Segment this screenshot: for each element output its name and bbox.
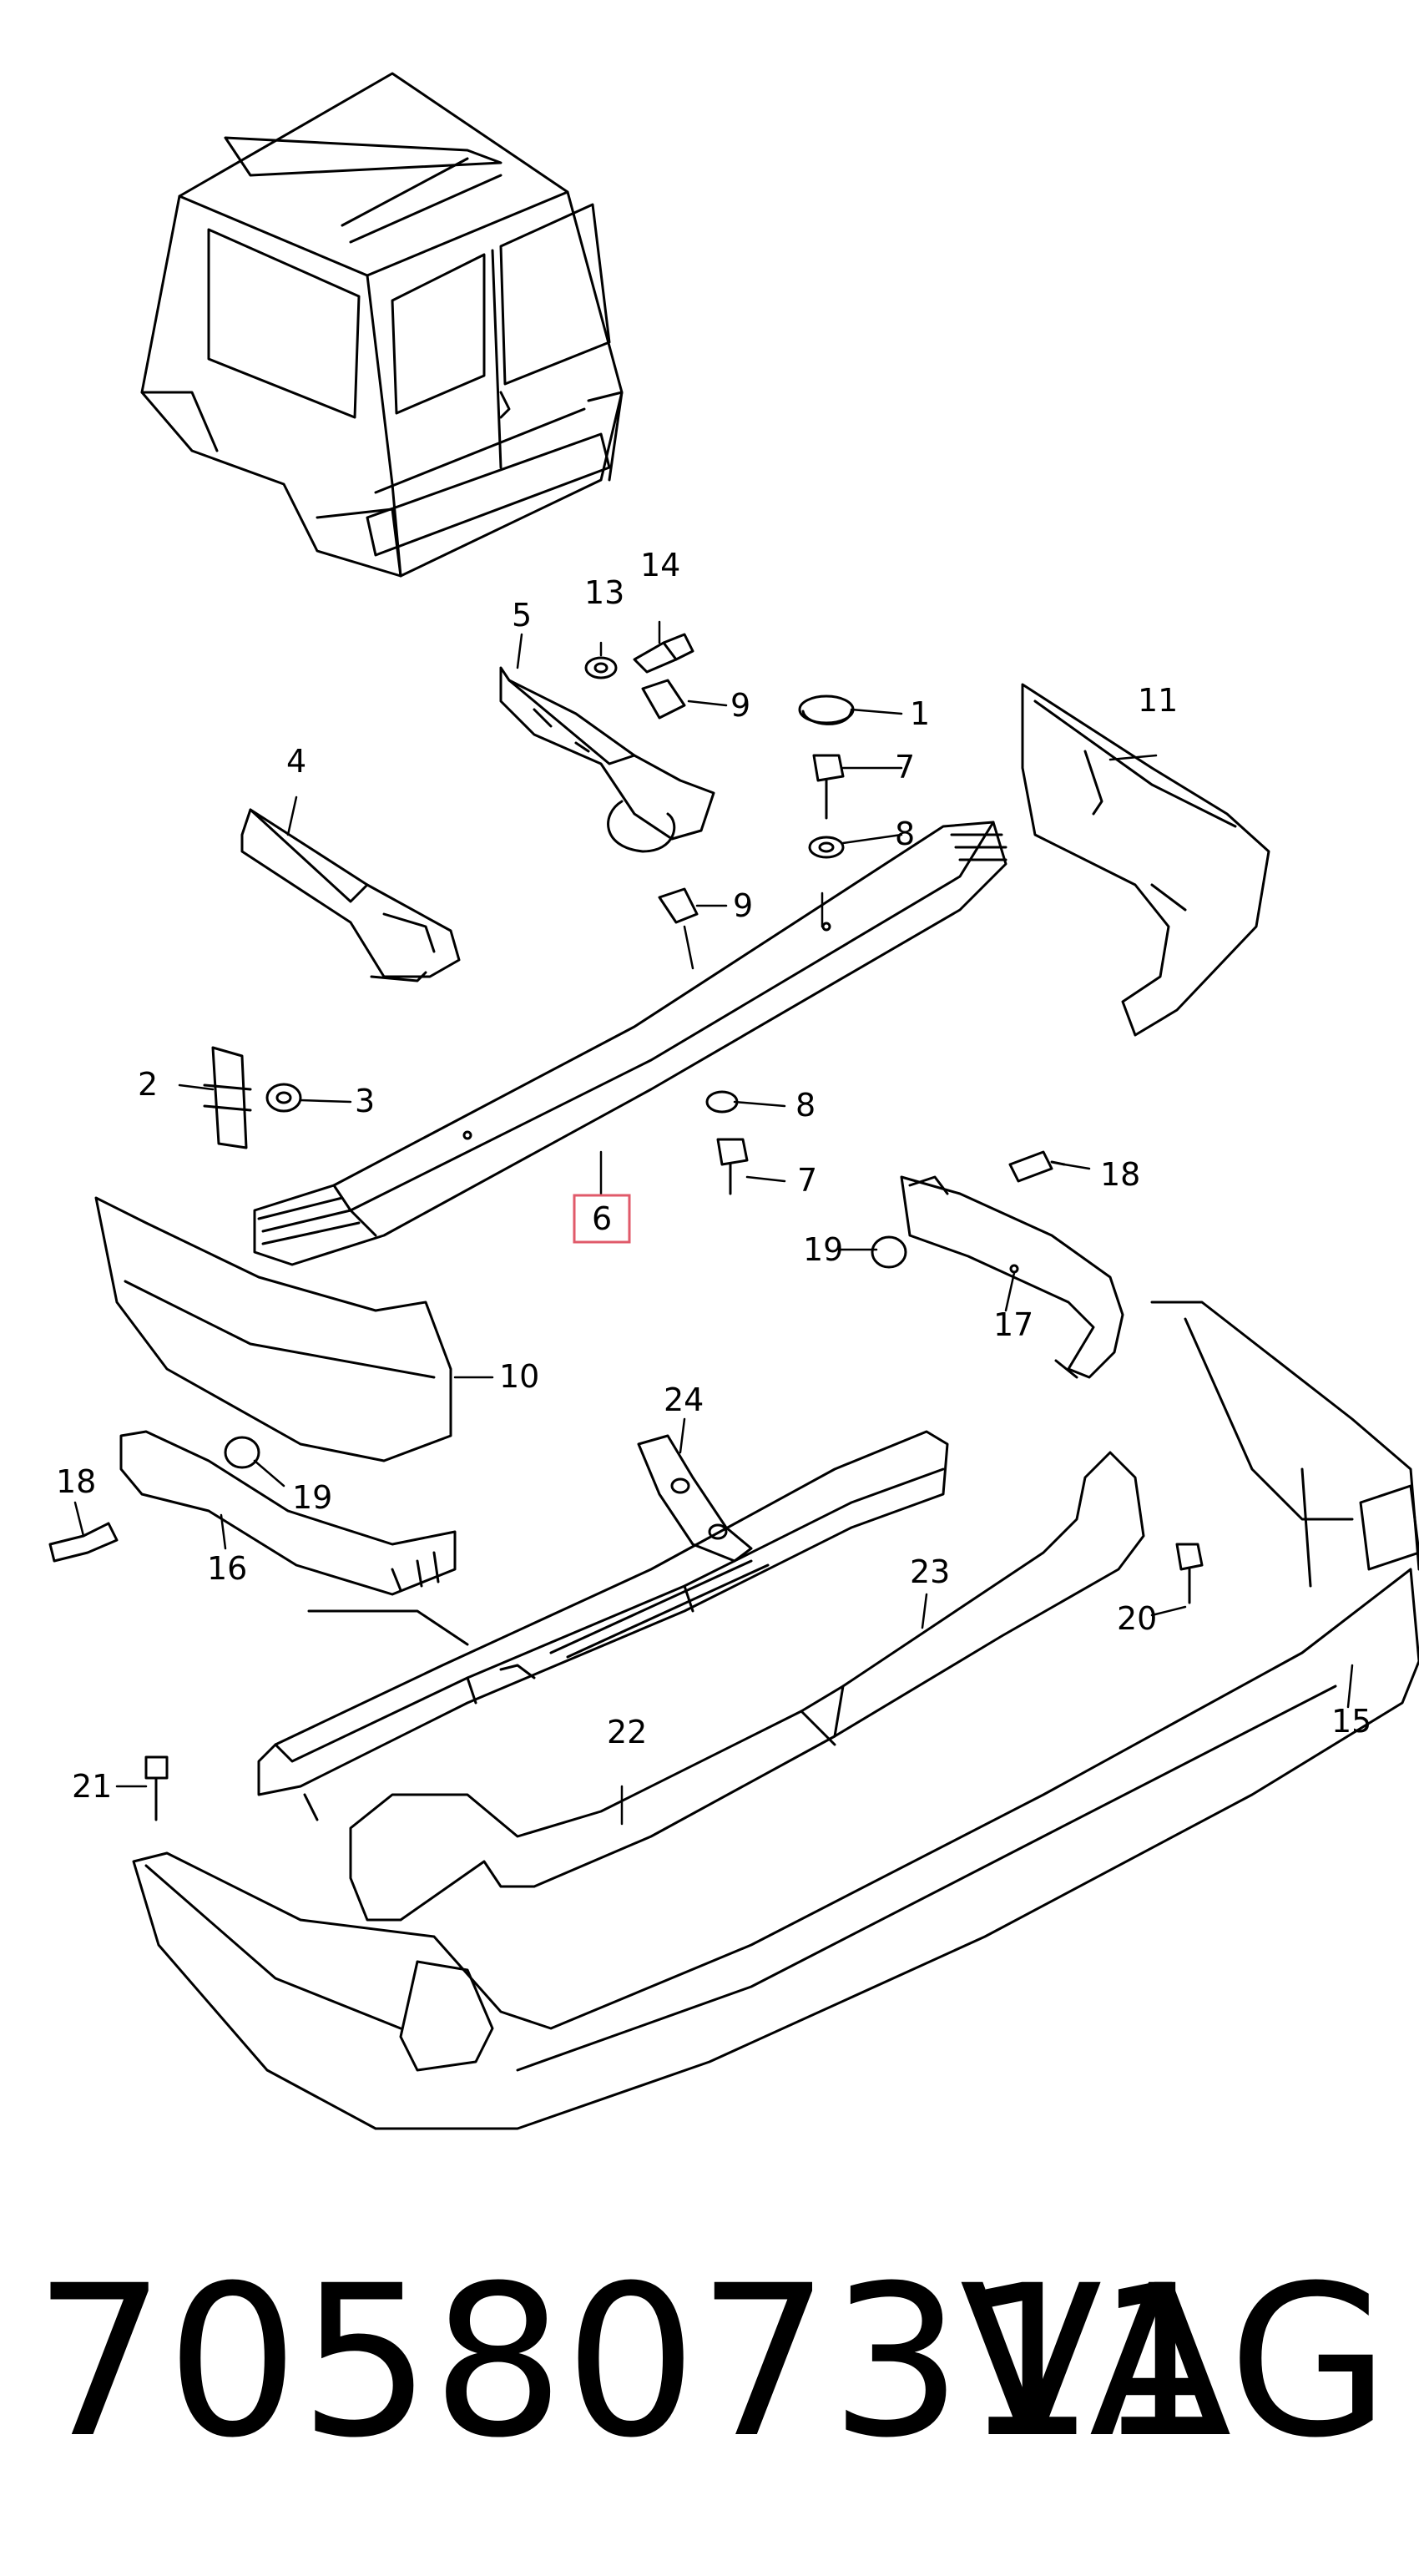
callout-23: 23: [910, 1553, 950, 1590]
callout-9-upper: 9: [730, 687, 750, 724]
callout-1: 1: [910, 695, 930, 732]
part-17-guide: [900, 1175, 1124, 1379]
callout-labels: 1 2 3 4 5 6 7 7 8 8 9 9 10 11 13 14 15 1…: [56, 547, 1371, 1805]
callout-14: 14: [640, 547, 680, 583]
callout-11: 11: [1138, 682, 1178, 719]
part-22-rail: [257, 1430, 949, 1821]
callout-5: 5: [512, 597, 532, 634]
callout-8-upper: 8: [895, 816, 915, 852]
callout-19-left: 19: [292, 1479, 332, 1516]
part-10-end-cover: [94, 1196, 452, 1462]
callout-16: 16: [207, 1550, 247, 1587]
brand-name: VAG: [959, 2240, 1390, 2483]
part-6-bumper-beam: [253, 821, 1007, 1266]
small-fasteners: [584, 633, 855, 1195]
part-24-bracket: [637, 1434, 753, 1563]
part-4-bracket: [240, 808, 461, 982]
callout-6: 6: [592, 1200, 612, 1237]
part-number: 705807311: [33, 2240, 1229, 2483]
highlight-box: [573, 1194, 631, 1244]
callout-15: 15: [1331, 1703, 1371, 1740]
callout-4: 4: [286, 743, 306, 780]
van-illustration: [140, 72, 624, 578]
callout-8-lower: 8: [795, 1087, 816, 1124]
callout-9-lower: 9: [733, 887, 753, 924]
callout-13: 13: [584, 574, 624, 611]
callout-2: 2: [138, 1066, 158, 1103]
leader-lines: [73, 620, 1354, 1826]
part-16-guide: [119, 1430, 457, 1596]
callout-7-upper: 7: [895, 749, 915, 785]
part-5-bracket: [499, 666, 715, 853]
part-20-21-screws: [144, 1543, 1204, 1821]
callout-22: 22: [607, 1714, 647, 1750]
callout-7-lower: 7: [797, 1162, 817, 1199]
callout-21: 21: [72, 1768, 112, 1805]
parts-diagram: 1 2 3 4 5 6 7 7 8 8 9 9 10 11 13 14 15 1…: [48, 72, 1419, 2130]
callout-10: 10: [499, 1358, 539, 1395]
part-15-bumper: [132, 1301, 1419, 2130]
part-2-stud: [203, 1046, 302, 1149]
callout-17: 17: [993, 1306, 1033, 1343]
callout-24: 24: [664, 1381, 704, 1418]
part-23-cover: [349, 1451, 1145, 1922]
callout-18-right: 18: [1100, 1156, 1140, 1193]
part-11-corner: [1021, 683, 1270, 1037]
callout-19-right: 19: [803, 1231, 843, 1268]
part-18-19-pins: [48, 1150, 1066, 1563]
callout-3: 3: [355, 1083, 375, 1119]
callout-20: 20: [1117, 1600, 1157, 1637]
callout-18-left: 18: [56, 1463, 96, 1500]
